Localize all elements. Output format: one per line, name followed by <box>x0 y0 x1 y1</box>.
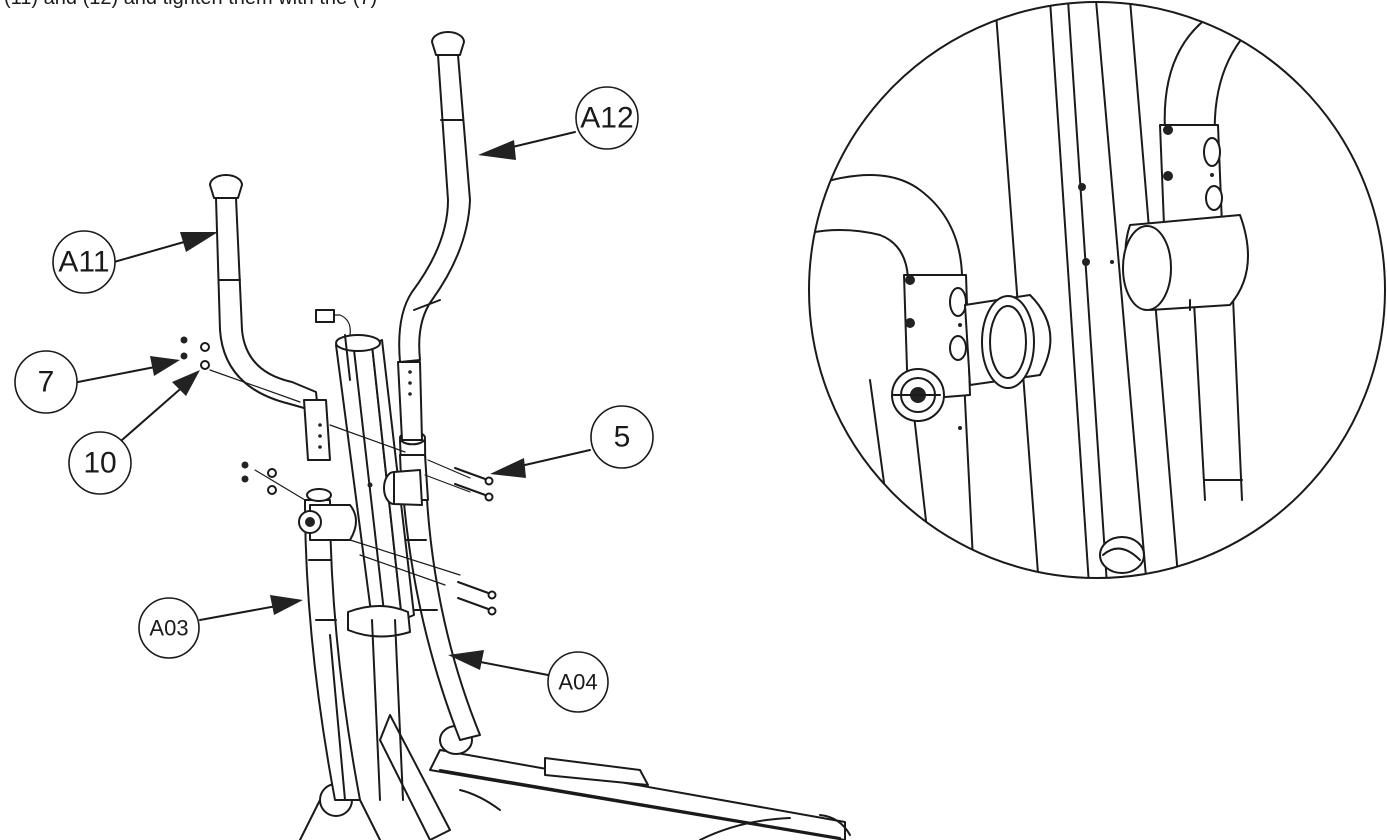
callout-a12: A12 <box>478 86 639 160</box>
handlebar-a12 <box>397 31 471 441</box>
base-rail <box>429 725 851 840</box>
step-caption: (11) and (12) and tighten them with the … <box>4 0 377 9</box>
bolt-set-upper <box>454 467 494 502</box>
callout-label-a04: A04 <box>558 670 597 695</box>
callout-label-a11: A11 <box>58 246 109 279</box>
lower-arm-a03 <box>304 488 361 801</box>
callout-a04: A04 <box>448 650 609 713</box>
alignment-guides <box>209 369 471 586</box>
callout-label-a03: A03 <box>149 616 188 641</box>
callout-label-7: 7 <box>38 366 55 399</box>
callout-5: 5 <box>490 405 654 478</box>
callout-7: 7 <box>14 350 180 414</box>
callout-10: 10 <box>68 370 200 495</box>
callout-label-5: 5 <box>614 421 631 454</box>
callout-label-10: 10 <box>83 447 116 480</box>
handlebar-a11 <box>209 174 331 461</box>
nut-washer-set-lower <box>241 461 277 495</box>
elliptical-frame-exploded-view <box>180 31 851 840</box>
callout-a03: A03 <box>138 595 303 659</box>
callout-label-a12: A12 <box>580 102 633 135</box>
bolt-set-lower <box>457 581 497 616</box>
detail-inset-view <box>808 1 1386 579</box>
detail-inset-border <box>808 1 1386 579</box>
nut-washer-set-upper <box>180 336 210 370</box>
callout-a11: A11 <box>52 230 218 294</box>
lower-link <box>379 714 451 840</box>
